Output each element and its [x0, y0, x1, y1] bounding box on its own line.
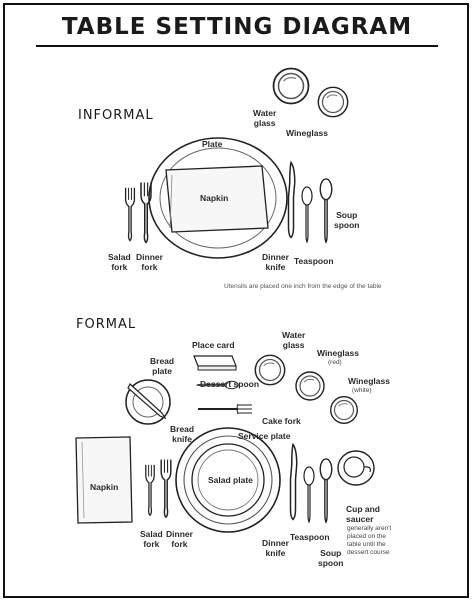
informal-napkin: [165, 165, 269, 233]
label-formal-wineglass-white: Wineglass: [348, 376, 390, 386]
label-informal-water-glass: Water glass: [253, 108, 277, 128]
label-informal-dinner-fork: Dinner fork: [136, 252, 163, 272]
label-formal-napkin: Napkin: [90, 482, 119, 492]
formal-salad-plate: [191, 443, 265, 517]
label-informal-wineglass: Wineglass: [286, 128, 328, 138]
label-formal-cup-note: generally aren't placed on the table unt…: [347, 525, 392, 556]
label-formal-dinner-knife: Dinner knife: [262, 538, 289, 558]
label-formal-bread-plate: Bread plate: [150, 356, 175, 376]
label-formal-white: (white): [352, 387, 372, 394]
label-informal-teaspoon: Teaspoon: [294, 256, 334, 266]
label-formal-dinner-fork: Dinner fork: [166, 529, 193, 549]
informal-note: Utensils are placed one inch from the ed…: [224, 283, 382, 290]
formal-heading: FORMAL: [76, 317, 137, 332]
formal-place-card: [193, 355, 237, 371]
label-formal-wineglass-red: Wineglass: [317, 348, 359, 358]
label-formal-salad-plate: Salad plate: [208, 475, 253, 485]
label-informal-soup-spoon: Soup spoon: [334, 210, 360, 230]
label-formal-salad-fork: Salad fork: [140, 529, 163, 549]
label-formal-red: (red): [328, 359, 342, 366]
label-formal-service-plate: Service plate: [238, 431, 291, 441]
label-formal-cake-fork: Cake fork: [262, 416, 301, 426]
formal-cup-and-saucer: [337, 450, 375, 486]
formal-napkin: [75, 436, 133, 524]
label-informal-salad-fork: Salad fork: [108, 252, 131, 272]
label-formal-soup-spoon: Soup spoon: [318, 548, 344, 568]
title-underline: [36, 45, 438, 47]
page-border: [3, 3, 469, 598]
label-formal-cup-saucer: Cup and saucer: [346, 504, 380, 524]
informal-heading: INFORMAL: [78, 108, 154, 123]
label-formal-water-glass: Water glass: [282, 330, 306, 350]
label-informal-dinner-knife: Dinner knife: [262, 252, 289, 272]
label-formal-teaspoon: Teaspoon: [290, 532, 330, 542]
formal-bread-knife: [127, 383, 167, 420]
label-formal-bread-knife: Bread knife: [170, 424, 195, 444]
label-formal-dessert-spoon: Dessert spoon: [200, 379, 260, 389]
label-formal-place-card: Place card: [192, 340, 235, 350]
label-informal-plate: Plate: [202, 139, 223, 149]
page-title: TABLE SETTING DIAGRAM: [61, 14, 413, 40]
label-informal-napkin: Napkin: [200, 193, 229, 203]
formal-cake-fork: [198, 403, 252, 415]
